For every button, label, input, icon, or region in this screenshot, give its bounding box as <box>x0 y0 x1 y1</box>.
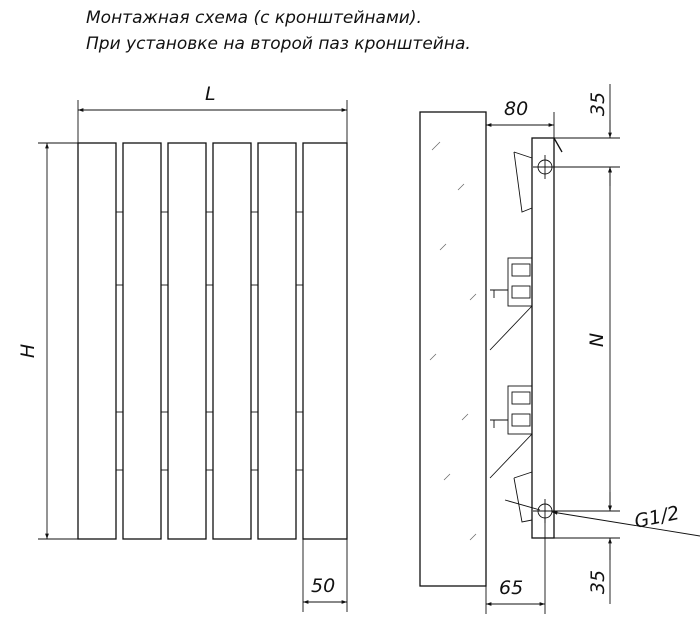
wall <box>419 111 487 587</box>
front-view: L H 50 <box>17 83 348 612</box>
top-bracket <box>513 151 557 213</box>
bottom-bracket <box>513 471 557 523</box>
caption-line-1: Монтажная схема (с кронштейнами). <box>86 8 422 28</box>
side-view: 80 35 N 35 65 <box>419 84 700 614</box>
dimension-N: N <box>586 166 612 511</box>
radiator-section <box>302 142 348 540</box>
dimension-H: H <box>17 142 78 540</box>
wall-texture <box>429 141 477 541</box>
dimension-label-80: 80 <box>504 98 528 120</box>
radiator-section <box>77 142 117 540</box>
dimension-L: L <box>77 83 348 143</box>
dimension-65: 65 <box>485 518 546 614</box>
radiator-sections <box>77 142 348 540</box>
radiator-section <box>167 142 207 540</box>
dimension-80: 80 <box>485 98 555 138</box>
top-cap <box>553 137 563 153</box>
dimension-label-65: 65 <box>499 577 523 599</box>
radiator-section <box>257 142 297 540</box>
dimension-label-H: H <box>17 344 39 358</box>
dimension-label-35-top: 35 <box>587 92 609 116</box>
dimension-50: 50 <box>302 539 348 612</box>
thread-callout: G1/2 <box>504 499 700 537</box>
middle-bracket-lower <box>489 385 533 479</box>
dimension-label-35-bottom: 35 <box>587 570 609 594</box>
radiator-section <box>212 142 252 540</box>
radiator-side <box>531 137 555 539</box>
dimension-label-50: 50 <box>311 575 335 597</box>
dimension-35-bottom: 35 <box>554 492 620 604</box>
middle-bracket-upper <box>489 257 533 351</box>
thread-size-label: G1/2 <box>632 502 681 533</box>
radiator-section <box>122 142 162 540</box>
section-joints <box>116 211 303 471</box>
caption-line-2: При установке на второй паз кронштейна. <box>86 34 471 54</box>
dimension-label-L: L <box>205 83 216 105</box>
dimension-label-N: N <box>586 333 608 347</box>
